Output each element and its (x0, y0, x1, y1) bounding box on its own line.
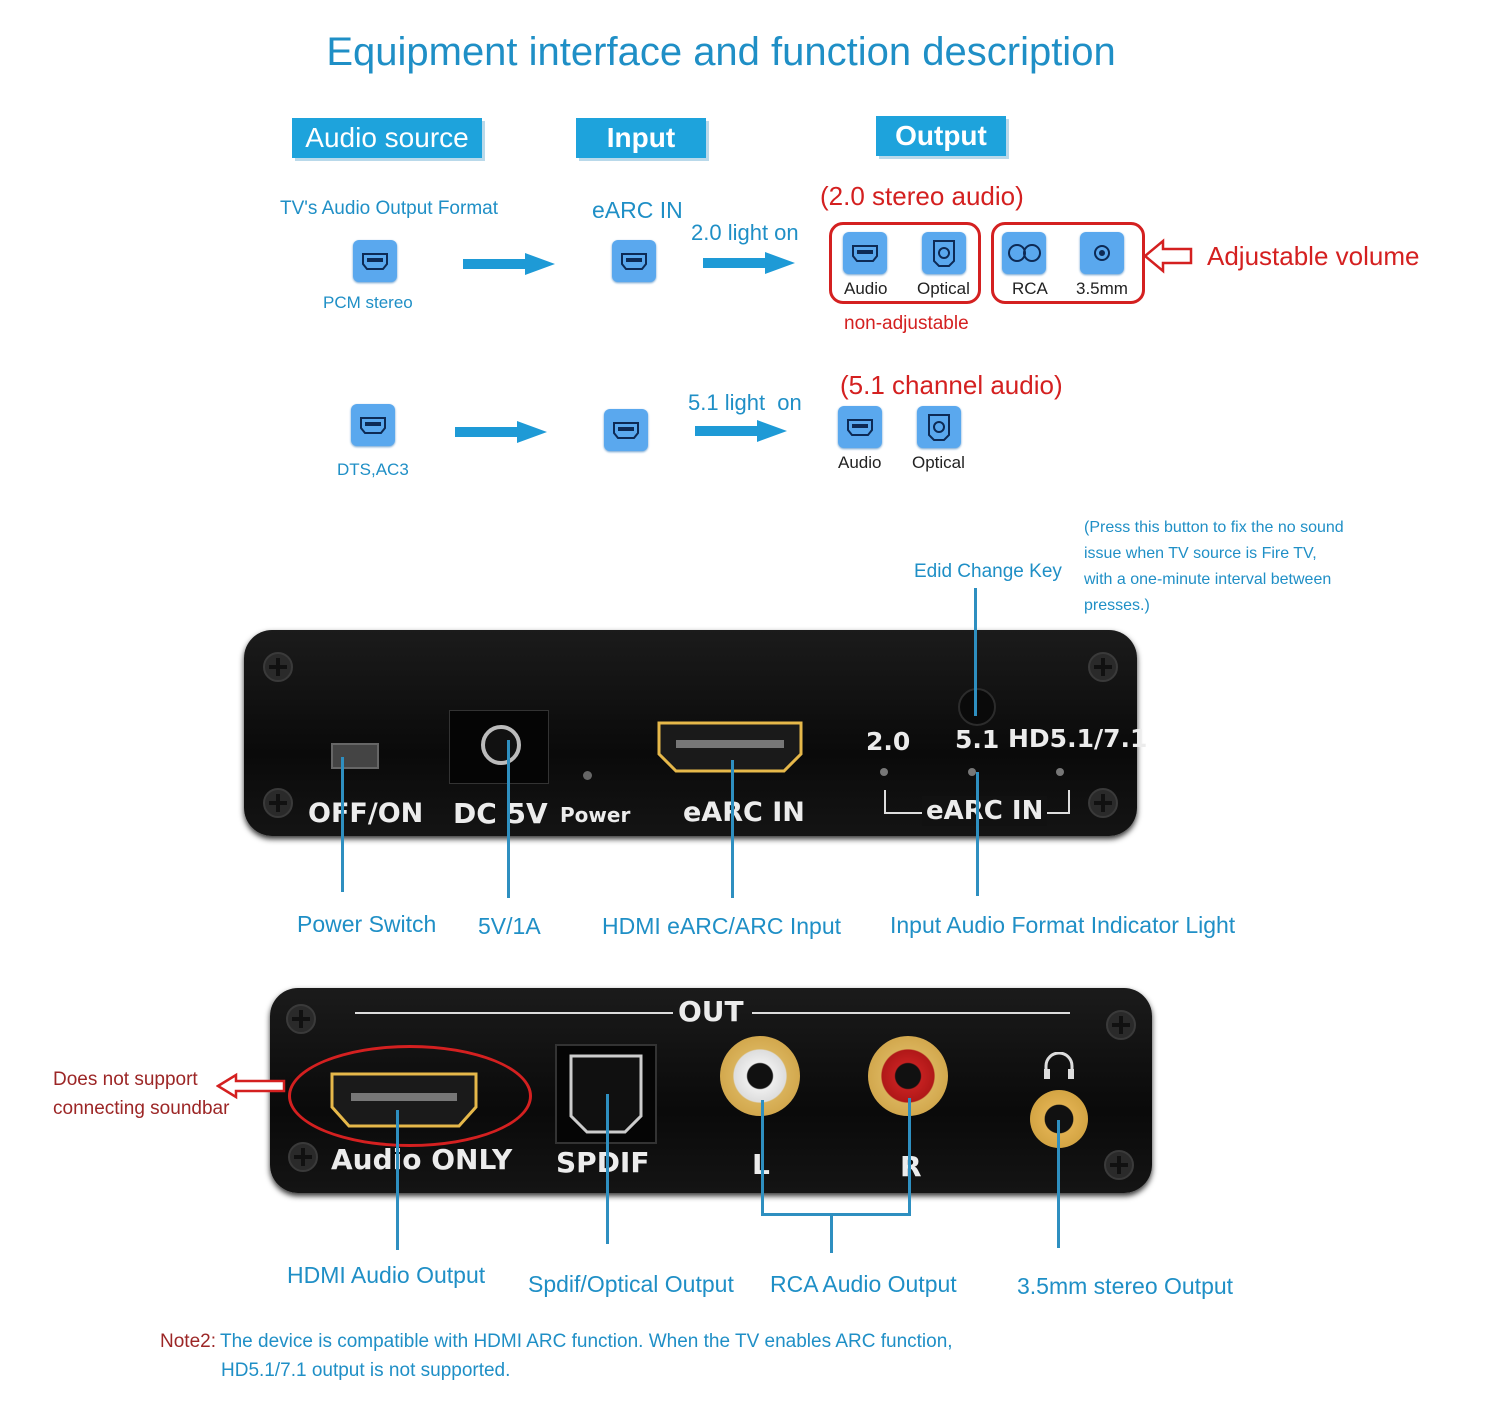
note2-line2: HD5.1/7.1 output is not supported. (221, 1360, 511, 1381)
hdmi-icon (351, 404, 395, 446)
power-toggle[interactable] (331, 743, 379, 769)
out-label: OUT (678, 995, 744, 1028)
arrow-icon (463, 253, 555, 275)
optical-icon (917, 406, 961, 448)
arrow-icon (695, 420, 787, 442)
dc-caption: 5V/1A (478, 913, 541, 939)
arrow-left-icon (216, 1072, 286, 1100)
header-audio-source: Audio source (292, 118, 482, 158)
dc-pointer (507, 740, 510, 898)
ind-group-label: eARC IN (922, 796, 1048, 826)
earc-in-port-label: eARC IN (683, 797, 805, 828)
stereo-out-caption: 3.5mm stereo Output (1017, 1273, 1234, 1299)
power-switch-pointer (341, 757, 344, 892)
rca-pointer (830, 1213, 833, 1253)
led-hd (1056, 768, 1064, 776)
rca-out-caption: RCA Audio Output (770, 1271, 957, 1297)
headphone-icon (1044, 1052, 1074, 1079)
rca-l-pointer (761, 1100, 764, 1216)
led-51 (968, 768, 976, 776)
screw (1104, 1150, 1134, 1180)
hdmi-icon (843, 232, 887, 274)
screw (263, 652, 293, 682)
arrow-left-icon (1143, 238, 1193, 274)
output-optical-label: Optical (917, 279, 970, 298)
hdmi-icon (612, 240, 656, 282)
note2-line1: The device is compatible with HDMI ARC f… (220, 1331, 953, 1352)
spdif-out-caption: Spdif/Optical Output (528, 1271, 734, 1297)
screw (1088, 788, 1118, 818)
hdmi-earc-port (656, 720, 804, 774)
non-adjustable-label: non-adjustable (844, 313, 969, 334)
rca-left-port (720, 1036, 800, 1116)
arrow-icon (455, 421, 547, 443)
hdmi-icon (838, 406, 882, 448)
header-input: Input (576, 118, 706, 158)
rca-icon (1002, 232, 1046, 274)
off-on-label: OFF/ON (308, 798, 424, 829)
ind-20-label: 2.0 (866, 727, 911, 756)
power-label: Power (560, 803, 631, 827)
dc5v-label: DC 5V (453, 797, 548, 830)
screw (263, 788, 293, 818)
screw (288, 1142, 318, 1172)
hdmi-icon (353, 240, 397, 282)
output-rca-label: RCA (1012, 279, 1048, 298)
hdmi-in-caption: HDMI eARC/ARC Input (602, 913, 842, 939)
channel-mode-label: (5.1 channel audio) (840, 370, 1063, 400)
output-audio-label: Audio (844, 279, 888, 298)
screw (286, 1004, 316, 1034)
stereo-pointer (1057, 1120, 1060, 1248)
edid-note: (Press this button to fix the no sound i… (1084, 519, 1344, 614)
output-optical-label: Optical (912, 453, 965, 472)
out-line (355, 1012, 673, 1014)
hdmi-icon (604, 409, 648, 451)
hdmi-out-caption: HDMI Audio Output (287, 1262, 486, 1288)
dc-jack (449, 710, 549, 784)
rca-r-pointer (908, 1098, 911, 1216)
spdif-label: SPDIF (556, 1146, 650, 1179)
rca-l-label: L (752, 1148, 770, 1181)
adjustable-volume-label: Adjustable volume (1207, 241, 1420, 271)
note2-prefix: Note2: (160, 1331, 216, 1352)
screw (1106, 1010, 1136, 1040)
pcm-stereo-label: PCM stereo (323, 293, 413, 312)
header-output: Output (876, 116, 1006, 156)
arrow-icon (703, 252, 795, 274)
output-audio-label: Audio (838, 453, 882, 472)
rca-join-line (761, 1213, 911, 1216)
ind-51-label: 5.1 (955, 725, 1000, 754)
power-led (583, 771, 592, 780)
out-line (752, 1012, 1070, 1014)
ind-hd-label: HD5.1/7.1 (1008, 724, 1148, 753)
adjustable-box (991, 222, 1145, 304)
spdif-pointer (606, 1094, 609, 1244)
power-switch-caption: Power Switch (297, 911, 437, 937)
edid-button[interactable] (958, 688, 996, 726)
edid-key-label: Edid Change Key (914, 561, 1062, 582)
source-format-label: TV's Audio Output Format (280, 198, 498, 219)
optical-icon (922, 232, 966, 274)
edid-pointer (974, 588, 977, 716)
page-title: Equipment interface and function descrip… (326, 30, 1116, 74)
stereo-mode-label: (2.0 stereo audio) (820, 181, 1024, 211)
light-51-label: 5.1 light on (688, 390, 802, 415)
dts-ac3-label: DTS,AC3 (337, 460, 409, 479)
audio-only-label: Audio ONLY (331, 1143, 513, 1176)
indicator-caption: Input Audio Format Indicator Light (890, 912, 1236, 938)
light-20-label: 2.0 light on (691, 220, 799, 245)
earc-in-label: eARC IN (592, 197, 683, 223)
led-20 (880, 768, 888, 776)
jack-icon (1080, 232, 1124, 274)
audio-only-highlight (288, 1045, 532, 1147)
screw (1088, 652, 1118, 682)
hdmi-out-pointer (396, 1110, 399, 1250)
hdmi-in-pointer (731, 760, 734, 898)
non-adjustable-box (829, 222, 981, 304)
soundbar-note: Does not support connecting soundbar (53, 1069, 230, 1119)
output-35mm-label: 3.5mm (1076, 279, 1128, 298)
indicator-pointer (976, 772, 979, 896)
